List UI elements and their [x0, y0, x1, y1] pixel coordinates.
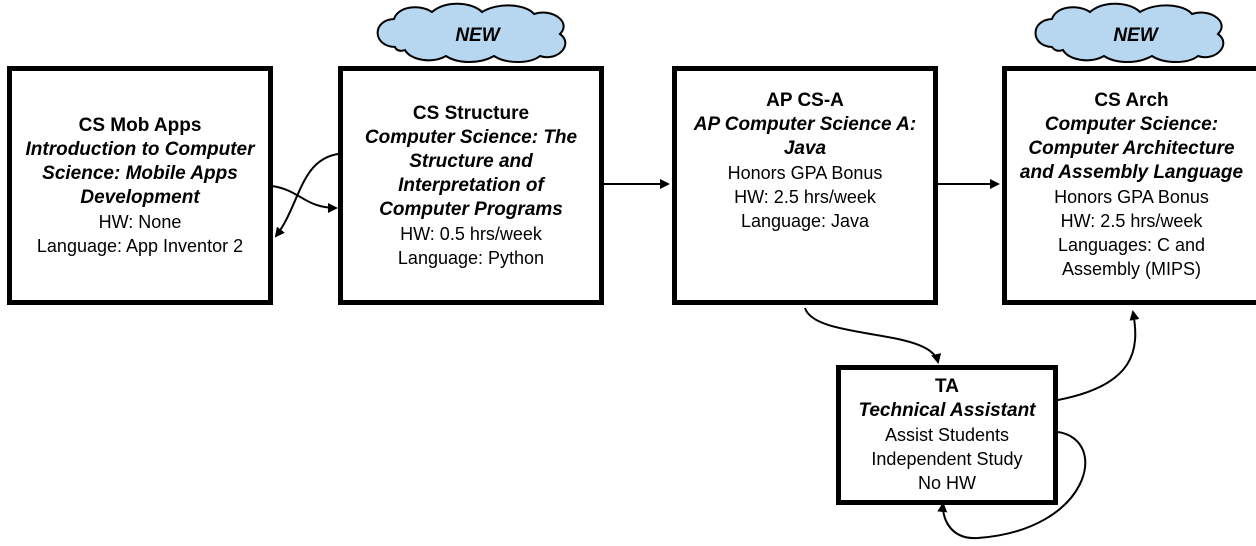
course-name-line: Computer Science: [1044, 114, 1219, 135]
new-cloud-arch [1034, 2, 1225, 63]
course-detail: HW: 2.5 hrs/week [734, 187, 876, 207]
course-detail: Language: App Inventor 2 [36, 235, 244, 256]
arrow-apcs-to-ta [804, 307, 942, 364]
course-code: TA [935, 376, 959, 397]
course-detail: Honors GPA Bonus [727, 163, 883, 183]
new-cloud-structure [376, 2, 567, 63]
course-detail: Language: Java [740, 211, 870, 231]
course-name-line: Development [80, 186, 200, 208]
course-name-line: and Assembly Language [1019, 162, 1244, 183]
course-detail: Honors GPA Bonus [1054, 187, 1209, 207]
course-detail: Language: Python [397, 247, 545, 268]
course-name-line: Introduction to Computer [25, 138, 255, 160]
course-detail: Languages: C and [1057, 235, 1206, 255]
arrow-ta-arch-bidirectional [1049, 310, 1140, 407]
course-detail: No HW [918, 473, 976, 493]
course-name-line: Computer Programs [379, 198, 563, 220]
course-name-line: Interpretation of [398, 174, 544, 196]
course-box-structure: CS Structure Computer Science: The Struc… [338, 66, 604, 305]
course-name-line: Structure and [409, 150, 533, 172]
course-code: CS Structure [412, 102, 530, 124]
new-badge-arch: NEW [1113, 25, 1158, 46]
course-code: CS Mob Apps [78, 114, 202, 136]
new-badge-structure: NEW [455, 25, 500, 46]
course-detail: HW: None [98, 211, 182, 232]
course-detail: HW: 0.5 hrs/week [400, 223, 542, 244]
course-name-line: Science: Mobile Apps [42, 162, 238, 184]
course-name-line: Java [783, 138, 827, 159]
course-name-line: Computer Science: The [364, 126, 578, 148]
course-name-line: Technical Assistant [858, 400, 1036, 421]
course-box-arch: CS Arch Computer Science: Computer Archi… [1002, 66, 1256, 305]
course-code: AP CS-A [766, 90, 844, 111]
arrow-ta-self-loop [937, 431, 1087, 540]
course-name-line: Computer Architecture [1028, 138, 1235, 159]
arrow-structure-to-mob [274, 153, 339, 238]
arrow-mob-to-structure [271, 185, 338, 213]
course-detail: Independent Study [871, 449, 1023, 469]
course-box-ap-cs-a: AP CS-A AP Computer Science A: Java Hono… [672, 66, 938, 305]
course-box-ta: TA Technical Assistant Assist Students I… [836, 365, 1058, 505]
course-name-line: AP Computer Science A: [693, 114, 917, 135]
course-detail: Assembly (MIPS) [1061, 259, 1202, 279]
course-detail: Assist Students [884, 425, 1010, 445]
course-code: CS Arch [1094, 90, 1169, 111]
course-detail: HW: 2.5 hrs/week [1060, 211, 1203, 231]
course-box-mob-apps: CS Mob Apps Introduction to Computer Sci… [7, 66, 273, 305]
